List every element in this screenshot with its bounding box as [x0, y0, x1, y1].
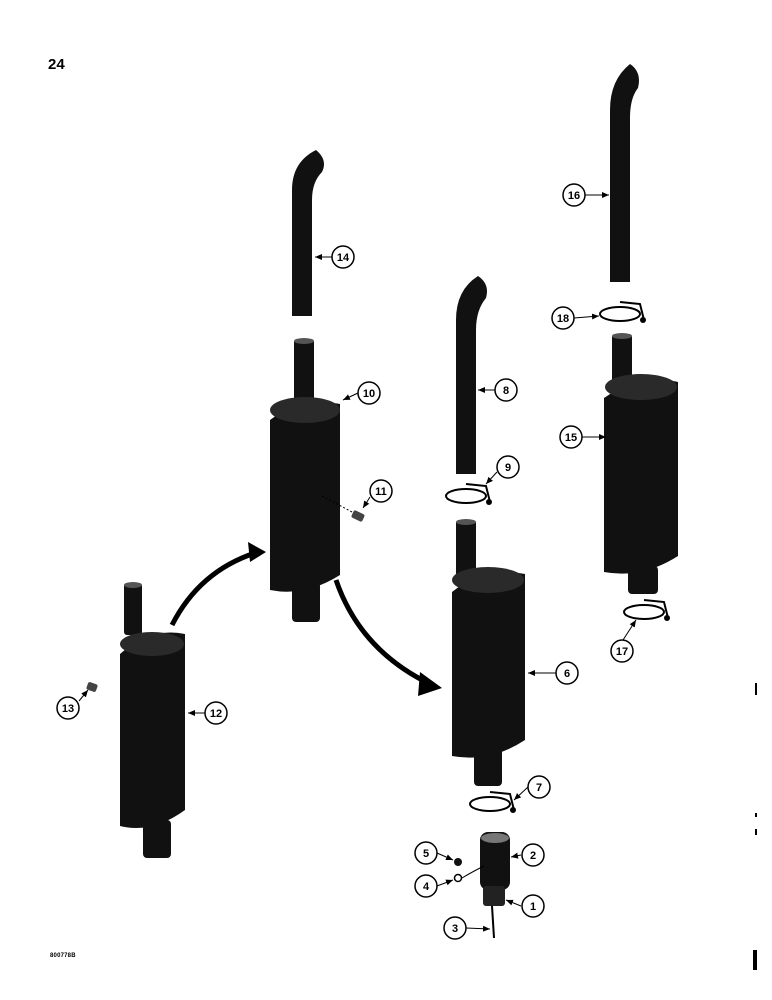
plug-11 [351, 510, 365, 522]
svg-text:5: 5 [423, 848, 429, 860]
page-number: 24 [48, 56, 65, 73]
callout-12: 12 [204, 701, 228, 725]
muffler-6 [452, 572, 525, 758]
muffler-assembly-middle [270, 150, 365, 622]
pin-3 [491, 905, 495, 939]
clamp-18 [599, 301, 646, 323]
clamp-9 [445, 483, 492, 505]
callout-17: 17 [610, 639, 634, 663]
svg-text:15: 15 [565, 432, 577, 444]
svg-text:1: 1 [530, 901, 536, 913]
svg-text:17: 17 [616, 646, 628, 658]
svg-text:6: 6 [564, 668, 570, 680]
callout-7: 7 [527, 775, 551, 799]
tailpipe-8 [456, 276, 487, 474]
washer-4 [453, 873, 463, 883]
clamp-7 [469, 791, 516, 813]
callout-10: 10 [357, 381, 381, 405]
callout-4: 4 [414, 874, 438, 898]
callout-9: 9 [496, 455, 520, 479]
svg-text:10: 10 [363, 388, 375, 400]
tailpipe-16 [610, 64, 639, 282]
svg-text:13: 13 [62, 703, 74, 715]
muffler-assembly-center [445, 276, 525, 939]
muffler-assembly-left [86, 582, 185, 858]
leader-lines [78, 192, 637, 932]
outlet-pipe-15 [628, 566, 658, 594]
outlet-pipe-12 [143, 820, 171, 858]
tailpipe-14 [292, 150, 324, 316]
svg-text:7: 7 [536, 782, 542, 794]
callout-11: 11 [369, 479, 393, 503]
outlet-pipe-6 [474, 748, 502, 786]
callout-5: 5 [414, 841, 438, 865]
callout-1: 1 [521, 894, 545, 918]
svg-text:4: 4 [423, 881, 430, 893]
flow-arrow-right [333, 579, 432, 687]
callout-16: 16 [562, 183, 586, 207]
muffler-assembly-right [599, 64, 678, 621]
figure-code: 800778B [50, 953, 76, 959]
svg-text:14: 14 [337, 252, 350, 264]
svg-text:16: 16 [568, 190, 580, 202]
svg-text:2: 2 [530, 850, 536, 862]
callout-14: 14 [331, 245, 355, 269]
rain-cap-1-2 [480, 832, 510, 939]
svg-text:18: 18 [557, 313, 569, 325]
plug-13 [86, 682, 98, 692]
callout-3: 3 [443, 916, 467, 940]
svg-text:11: 11 [375, 486, 387, 498]
muffler-12 [120, 632, 185, 828]
callout-2: 2 [521, 843, 545, 867]
callout-6: 6 [555, 661, 579, 685]
inlet-pipe-12 [124, 583, 142, 635]
nut-5 [454, 858, 462, 866]
margin-marks [753, 683, 757, 970]
muffler-15 [604, 379, 678, 574]
callout-13: 13 [56, 696, 80, 720]
svg-text:8: 8 [503, 385, 509, 397]
outlet-pipe-10 [292, 582, 320, 622]
callout-15: 15 [559, 425, 583, 449]
svg-text:12: 12 [210, 708, 222, 720]
svg-text:3: 3 [452, 923, 458, 935]
svg-text:9: 9 [505, 462, 511, 474]
callout-8: 8 [494, 378, 518, 402]
callout-18: 18 [551, 306, 575, 330]
muffler-10 [270, 402, 340, 592]
clamp-17 [623, 599, 670, 621]
inlet-pipe-10 [294, 339, 314, 409]
flow-arrow-left [169, 549, 259, 627]
